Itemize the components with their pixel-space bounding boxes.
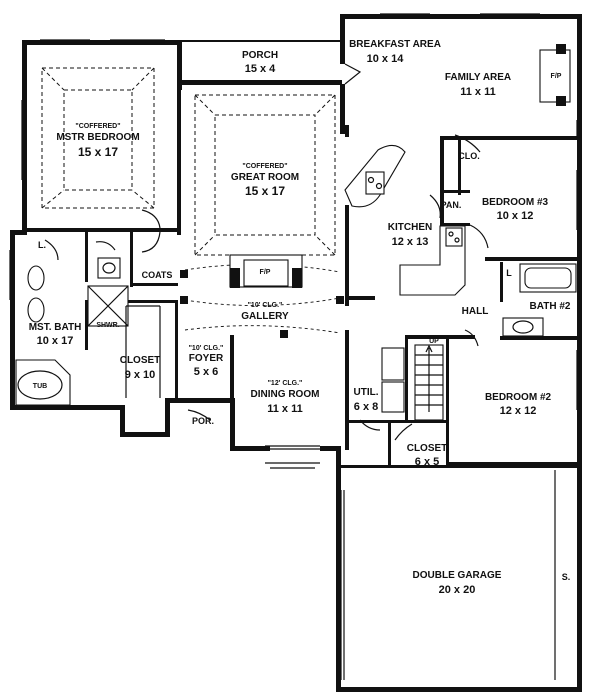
- master-sink-1: [27, 265, 45, 291]
- breakfast-name: BREAKFAST AREA: [349, 39, 441, 50]
- coats-label: COATS: [142, 270, 173, 280]
- garage-size: 20 x 20: [439, 584, 476, 596]
- staircase: [414, 344, 444, 421]
- gallery-arches: [180, 264, 344, 338]
- garage-door: [340, 470, 556, 680]
- mstbath-name: MST. BATH: [29, 322, 82, 333]
- gallery-note: "10' CLG.": [248, 302, 283, 309]
- master-tub: [15, 359, 71, 406]
- great-size: 15 x 17: [245, 184, 285, 198]
- master-name: MSTR BEDROOM: [56, 132, 139, 143]
- utility-appliances: [381, 347, 405, 413]
- porch-size: 15 x 4: [245, 63, 276, 75]
- kitchen-name: KITCHEN: [388, 222, 432, 233]
- master-coffered-ceiling: [41, 67, 155, 209]
- kitchen-counter: [399, 225, 466, 296]
- dining-name: DINING ROOM: [251, 389, 320, 400]
- great-room-fireplace: [229, 254, 303, 288]
- porch-name: PORCH: [242, 50, 278, 61]
- closet2-size: 6 x 5: [415, 456, 439, 468]
- bath2-name: BATH #2: [530, 301, 571, 312]
- bath2-tub: [519, 263, 577, 293]
- room-labels: PORCH 15 x 4 BREAKFAST AREA 10 x 14 FAMI…: [29, 39, 571, 596]
- foyer-note: "10' CLG.": [189, 345, 224, 352]
- foyer-name: FOYER: [189, 353, 224, 364]
- small-labels: CLO. PAN. COATS F/P F/P L. L TUB SHWR. U…: [33, 73, 570, 582]
- great-name: GREAT ROOM: [231, 172, 299, 183]
- fp-family-label: F/P: [551, 73, 562, 80]
- master-toilet: [97, 257, 121, 279]
- up-label: UP: [429, 338, 439, 345]
- mstbath-size: 10 x 17: [37, 335, 74, 347]
- breakfast-size: 10 x 14: [367, 53, 405, 65]
- shwr-label: SHWR.: [96, 322, 119, 329]
- bedroom2-size: 12 x 12: [500, 405, 537, 417]
- dining-size: 11 x 11: [267, 403, 303, 415]
- interior-walls: [22, 85, 582, 468]
- kitchen-size: 12 x 13: [392, 236, 429, 248]
- gallery-name: GALLERY: [241, 311, 289, 322]
- closet-shelves: [125, 305, 161, 398]
- bedroom3-name: BEDROOM #3: [482, 197, 549, 208]
- great-room-coffered-ceiling: [194, 94, 336, 256]
- exterior-walls: [10, 14, 582, 692]
- s-label: S.: [562, 572, 571, 582]
- master-note: "COFFERED": [75, 123, 120, 130]
- util-name: UTIL.: [354, 387, 379, 398]
- clo-label: CLO.: [458, 151, 480, 161]
- pan-label: PAN.: [441, 200, 462, 210]
- door-swings: [44, 63, 489, 441]
- closet2-name: CLOSET: [407, 443, 448, 454]
- bedroom2-name: BEDROOM #2: [485, 392, 552, 403]
- dining-note: "12' CLG.": [268, 380, 303, 387]
- kitchen-island: [344, 144, 406, 208]
- family-size: 11 x 11: [460, 86, 496, 98]
- l-bath2-label: L: [506, 268, 512, 278]
- bedroom3-size: 10 x 12: [497, 210, 534, 222]
- family-fireplace: [539, 44, 571, 106]
- util-size: 6 x 8: [354, 401, 378, 413]
- l-master-label: L.: [38, 240, 46, 250]
- master-shower: [87, 285, 129, 327]
- family-name: FAMILY AREA: [445, 72, 511, 83]
- master-sink-2: [27, 297, 45, 323]
- closet-size: 9 x 10: [125, 369, 156, 381]
- windows: [9, 13, 581, 469]
- closet-name: CLOSET: [120, 355, 161, 366]
- tub-label: TUB: [33, 383, 47, 390]
- great-note: "COFFERED": [242, 163, 287, 170]
- foyer-size: 5 x 6: [194, 366, 218, 378]
- fp-great-label: F/P: [260, 269, 271, 276]
- bath2-sink: [502, 317, 544, 337]
- por-label: POR.: [192, 416, 214, 426]
- hall-name: HALL: [462, 306, 489, 317]
- master-size: 15 x 17: [78, 145, 118, 159]
- garage-name: DOUBLE GARAGE: [413, 570, 502, 581]
